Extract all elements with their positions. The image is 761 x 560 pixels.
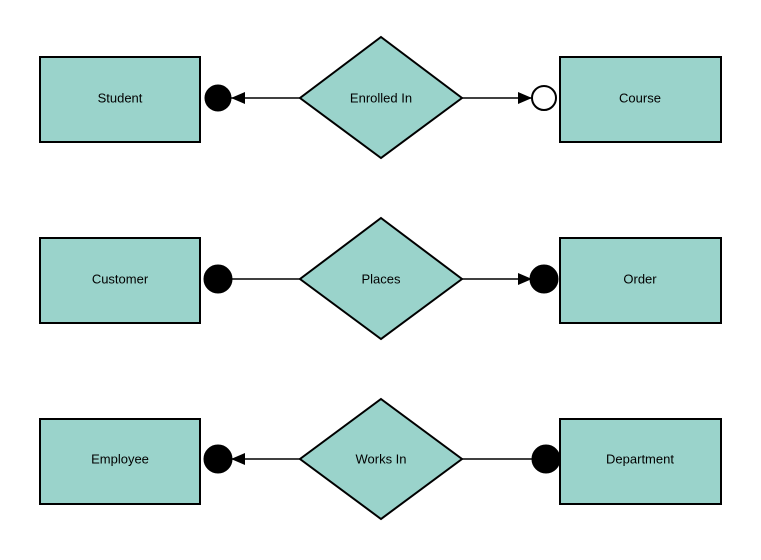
entity-box-employee[interactable] [39,418,201,505]
entity-box-order[interactable] [559,237,722,324]
entity-label-department: Department [606,451,674,466]
cardinality-hollow-circle-right-1[interactable] [531,85,557,111]
relationship-label-works-in: Works In [355,451,406,466]
entity-box-course[interactable] [559,56,722,143]
relationship-row-1: Student Course Enrolled In [39,35,722,160]
relationship-label-places: Places [361,271,401,286]
cardinality-filled-circle-right-2[interactable] [529,264,559,294]
entity-box-department[interactable] [559,418,722,505]
entity-label-order: Order [623,271,657,286]
entity-label-customer: Customer [92,271,149,286]
relationship-row-2: Customer Order Places [39,216,722,341]
entity-label-student: Student [98,90,143,105]
relationship-diamond-places[interactable] [298,216,464,341]
arrow-right-icon-1 [518,92,532,104]
entity-box-customer[interactable] [39,237,201,324]
entity-label-employee: Employee [91,451,149,466]
entity-label-course: Course [619,90,661,105]
cardinality-filled-circle-left-2[interactable] [203,264,233,294]
arrow-right-icon-2 [518,273,532,285]
cardinality-filled-circle-left-3[interactable] [203,444,233,474]
cardinality-filled-circle-left-1[interactable] [204,84,232,112]
relationship-label-enrolled-in: Enrolled In [350,90,412,105]
cardinality-filled-circle-right-3[interactable] [531,444,561,474]
arrow-left-icon-1 [231,92,245,104]
arrow-left-icon-3 [231,453,245,465]
relationship-diamond-enrolled-in[interactable] [298,35,464,160]
relationship-row-3: Employee Department Works In [39,397,722,521]
relationship-diamond-works-in[interactable] [298,397,464,521]
entity-box-student[interactable] [39,56,201,143]
